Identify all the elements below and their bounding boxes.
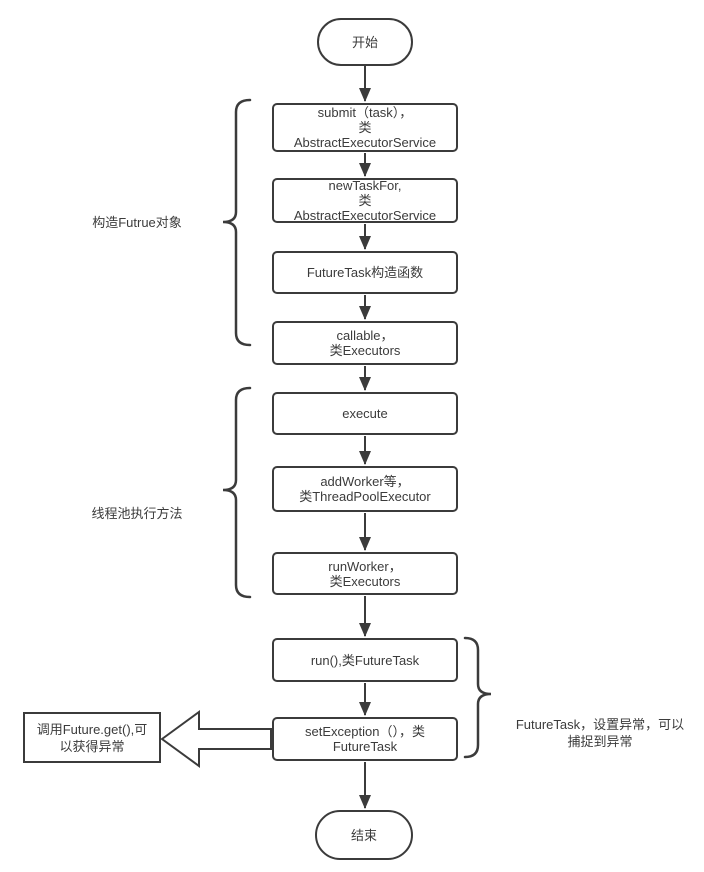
- start-node: 开始: [317, 18, 413, 66]
- block-arrow-to-note: [160, 710, 272, 768]
- step-submit: submit（task）， 类 AbstractExecutorService: [272, 103, 458, 152]
- step-submit-label: submit（task）， 类 AbstractExecutorService: [293, 105, 437, 150]
- step-callable-label: callable， 类Executors: [329, 328, 401, 358]
- step-callable: callable， 类Executors: [272, 321, 458, 365]
- step-runworker: runWorker， 类Executors: [272, 552, 458, 595]
- future-get-note: 调用Future.get(),可 以获得异常: [23, 712, 161, 763]
- step-newtaskfor: newTaskFor, 类 AbstractExecutorService: [272, 178, 458, 223]
- step-setexception: setException（），类 FutureTask: [272, 717, 458, 761]
- step-futuretask-constructor: FutureTask构造函数: [272, 251, 458, 294]
- threadpool-group-label: 线程池执行方法: [91, 506, 183, 521]
- step-run-label: run(),类FutureTask: [310, 652, 420, 668]
- end-label: 结束: [350, 827, 377, 843]
- future-get-note-label: 调用Future.get(),可 以获得异常: [36, 721, 148, 754]
- step-execute: execute: [272, 392, 458, 435]
- brace-exception-group: [463, 636, 492, 759]
- start-label: 开始: [351, 34, 378, 50]
- construct-future-group-label: 构造Futrue对象: [92, 215, 182, 230]
- step-run: run(),类FutureTask: [272, 638, 458, 682]
- exception-group-label: FutureTask，设置异常，可以 捕捉到异常: [515, 717, 685, 749]
- brace-construct-future-group: [222, 98, 252, 347]
- step-futuretask-constructor-label: FutureTask构造函数: [306, 265, 424, 280]
- step-addworker: addWorker等， 类ThreadPoolExecutor: [272, 466, 458, 512]
- brace-threadpool-group: [222, 386, 252, 599]
- end-node: 结束: [315, 810, 413, 860]
- step-execute-label: execute: [342, 406, 388, 421]
- step-newtaskfor-label: newTaskFor, 类 AbstractExecutorService: [293, 178, 437, 223]
- step-setexception-label: setException（），类 FutureTask: [305, 724, 425, 754]
- step-addworker-label: addWorker等， 类ThreadPoolExecutor: [299, 474, 431, 504]
- step-runworker-label: runWorker， 类Executors: [328, 558, 402, 589]
